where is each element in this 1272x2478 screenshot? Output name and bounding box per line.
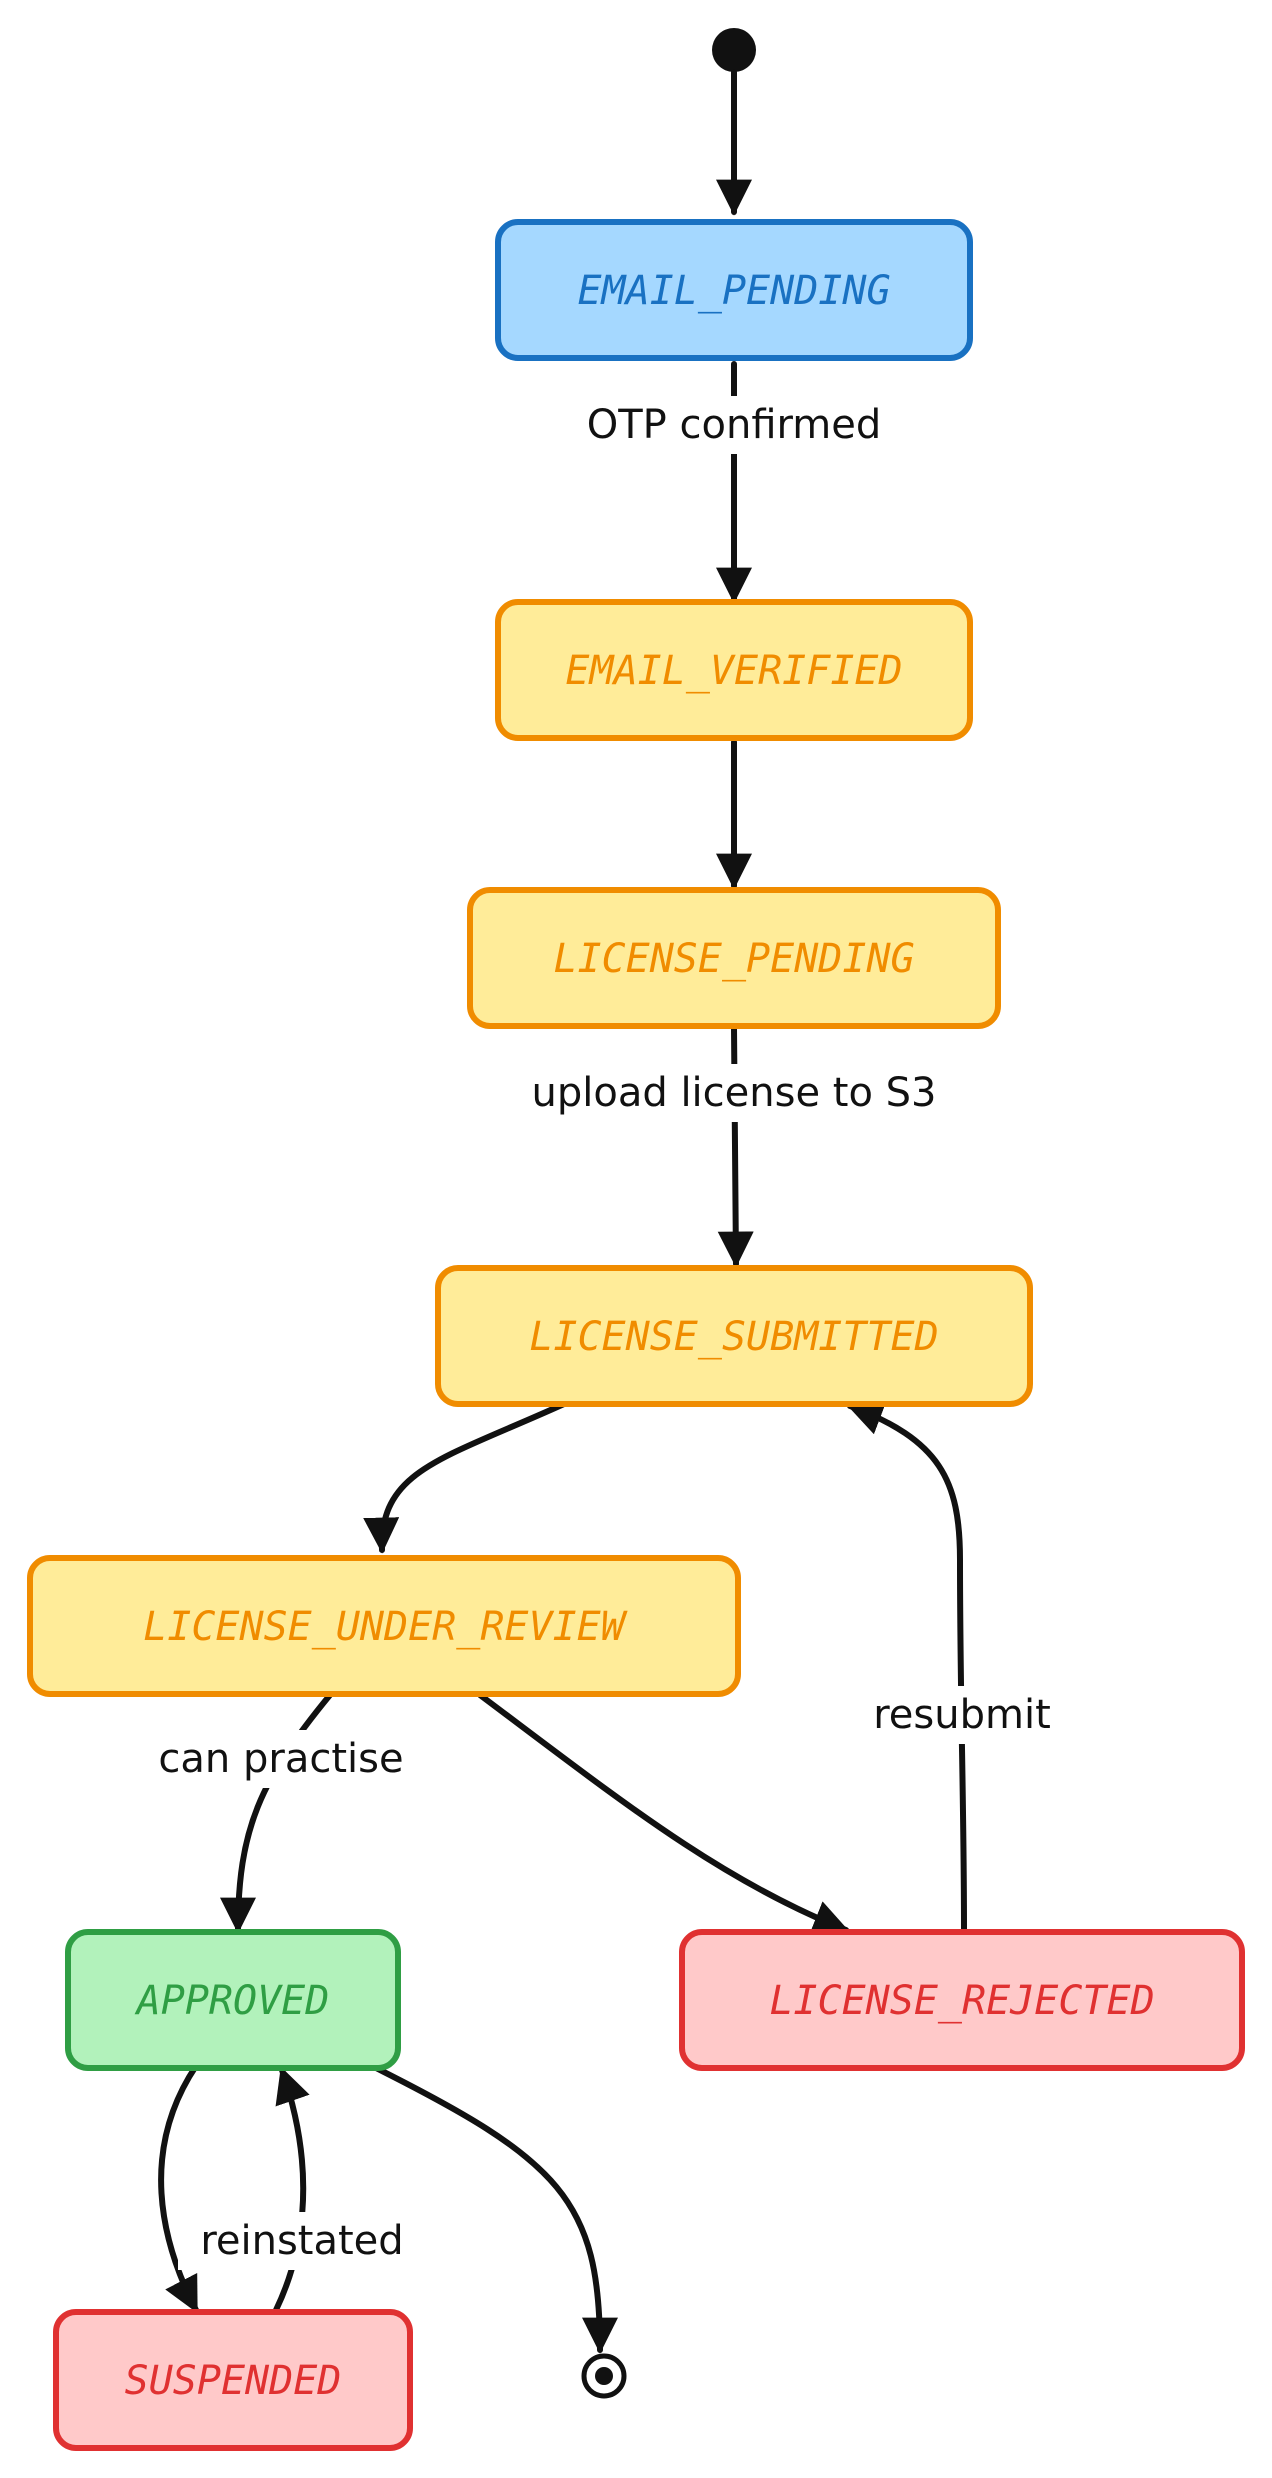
state-email-verified: EMAIL_VERIFIED (495, 599, 973, 741)
state-license-rejected: LICENSE_REJECTED (679, 1929, 1245, 2071)
edge-approved-to-suspended (158, 2063, 199, 2314)
edge-license-submitted-to-under-review (363, 1401, 567, 1554)
state-approved: APPROVED (65, 1929, 401, 2071)
edge-suspended-to-approved (273, 2066, 310, 2313)
edge-license-pending-to-license-submitted (717, 1025, 754, 1268)
svg-text:APPROVED: APPROVED (134, 1978, 330, 2024)
svg-text:LICENSE_REJECTED: LICENSE_REJECTED (769, 1978, 1154, 2024)
final-state-dot (595, 2367, 613, 2385)
svg-text:EMAIL_PENDING: EMAIL_PENDING (577, 268, 890, 314)
transition-label-upload-license: upload license to S3 (532, 1070, 937, 1116)
initial-state-dot (712, 28, 756, 72)
state-license-pending: LICENSE_PENDING (467, 887, 1001, 1029)
edge-under-review-to-approved (220, 1692, 333, 1934)
svg-text:EMAIL_VERIFIED: EMAIL_VERIFIED (565, 648, 902, 694)
state-email-pending: EMAIL_PENDING (495, 219, 973, 361)
svg-text:LICENSE_SUBMITTED: LICENSE_SUBMITTED (529, 1314, 938, 1360)
transition-label-can-practise: can practise (158, 1736, 403, 1782)
svg-text:SUSPENDED: SUSPENDED (125, 2358, 342, 2404)
svg-text:LICENSE_UNDER_REVIEW: LICENSE_UNDER_REVIEW (143, 1604, 628, 1650)
edge-under-review-to-license-rejected (477, 1692, 850, 1935)
transition-label-resubmit: resubmit (873, 1692, 1051, 1738)
transition-label-otp-confirmed: OTP confirmed (587, 402, 881, 448)
state-suspended: SUSPENDED (53, 2309, 413, 2451)
state-license-submitted: LICENSE_SUBMITTED (435, 1265, 1033, 1407)
transition-label-reinstated: reinstated (200, 2218, 403, 2264)
edge-approved-to-final (369, 2063, 618, 2354)
edge-license-rejected-to-license-submitted (846, 1400, 967, 1933)
state-license-under-review: LICENSE_UNDER_REVIEW (27, 1555, 741, 1697)
svg-text:LICENSE_PENDING: LICENSE_PENDING (553, 936, 914, 982)
